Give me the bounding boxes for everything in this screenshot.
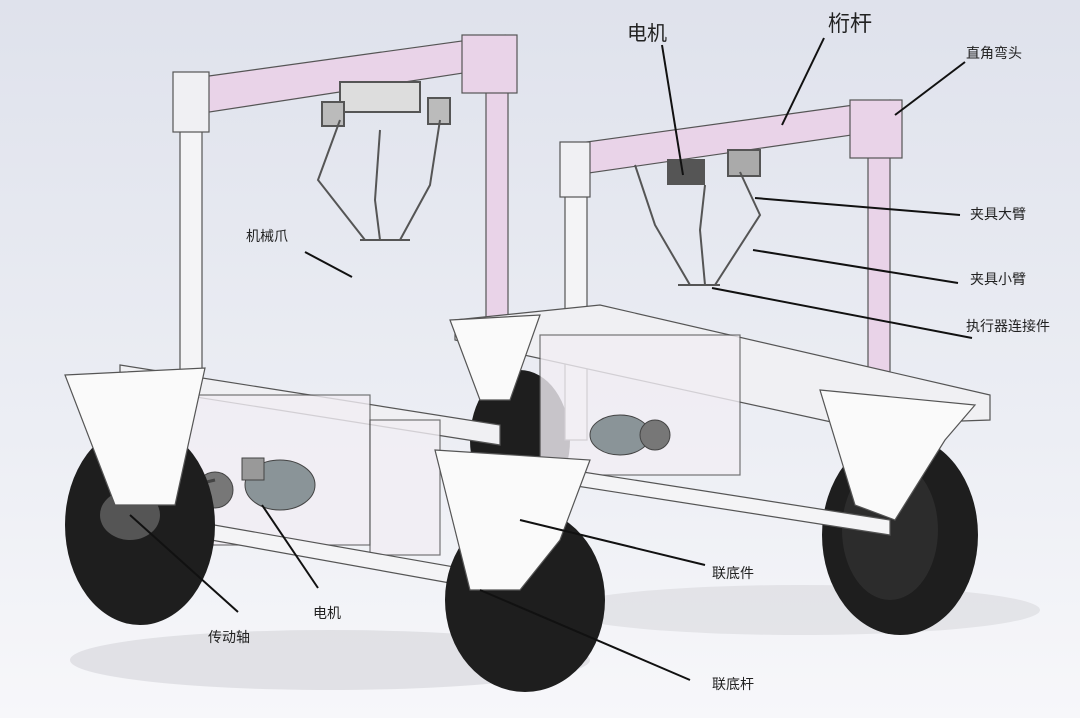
leader-base-rod: [479, 589, 691, 681]
label-drive-shaft: 传动轴: [208, 630, 250, 646]
label-motor-top: 电机: [627, 21, 667, 45]
gantry-frame-front: [172, 34, 518, 381]
delta-gripper-front: [316, 81, 451, 241]
label-motor-bottom: 电机: [313, 606, 341, 622]
label-gripper-upper-arm: 夹具大臂: [970, 207, 1026, 223]
label-base-rod: 联底杆: [712, 677, 754, 693]
leader-motor-bottom: [261, 504, 319, 589]
leader-upper-arm: [754, 197, 961, 216]
label-base-connector: 联底件: [712, 566, 754, 582]
leader-motor-top: [661, 44, 684, 176]
delta-gripper-back: [634, 149, 762, 286]
leader-truss-bar: [781, 37, 825, 126]
label-right-angle-elbow: 直角弯头: [966, 46, 1022, 62]
leader-lines: [129, 37, 973, 681]
leader-claw: [304, 251, 353, 278]
base-connectors: [64, 314, 977, 591]
label-mechanical-claw: 机械爪: [246, 229, 288, 245]
leader-actuator-connector: [711, 287, 973, 339]
shadow: [560, 585, 1040, 635]
leader-drive-shaft: [129, 514, 239, 613]
leader-elbow: [894, 61, 966, 116]
drive-motor-back: [589, 414, 671, 456]
leader-lower-arm: [752, 249, 959, 284]
leader-base-connector: [519, 519, 706, 566]
label-gripper-lower-arm: 夹具小臂: [970, 272, 1026, 288]
label-actuator-connector: 执行器连接件: [966, 319, 1050, 335]
label-truss-bar: 桁杆: [828, 12, 873, 37]
